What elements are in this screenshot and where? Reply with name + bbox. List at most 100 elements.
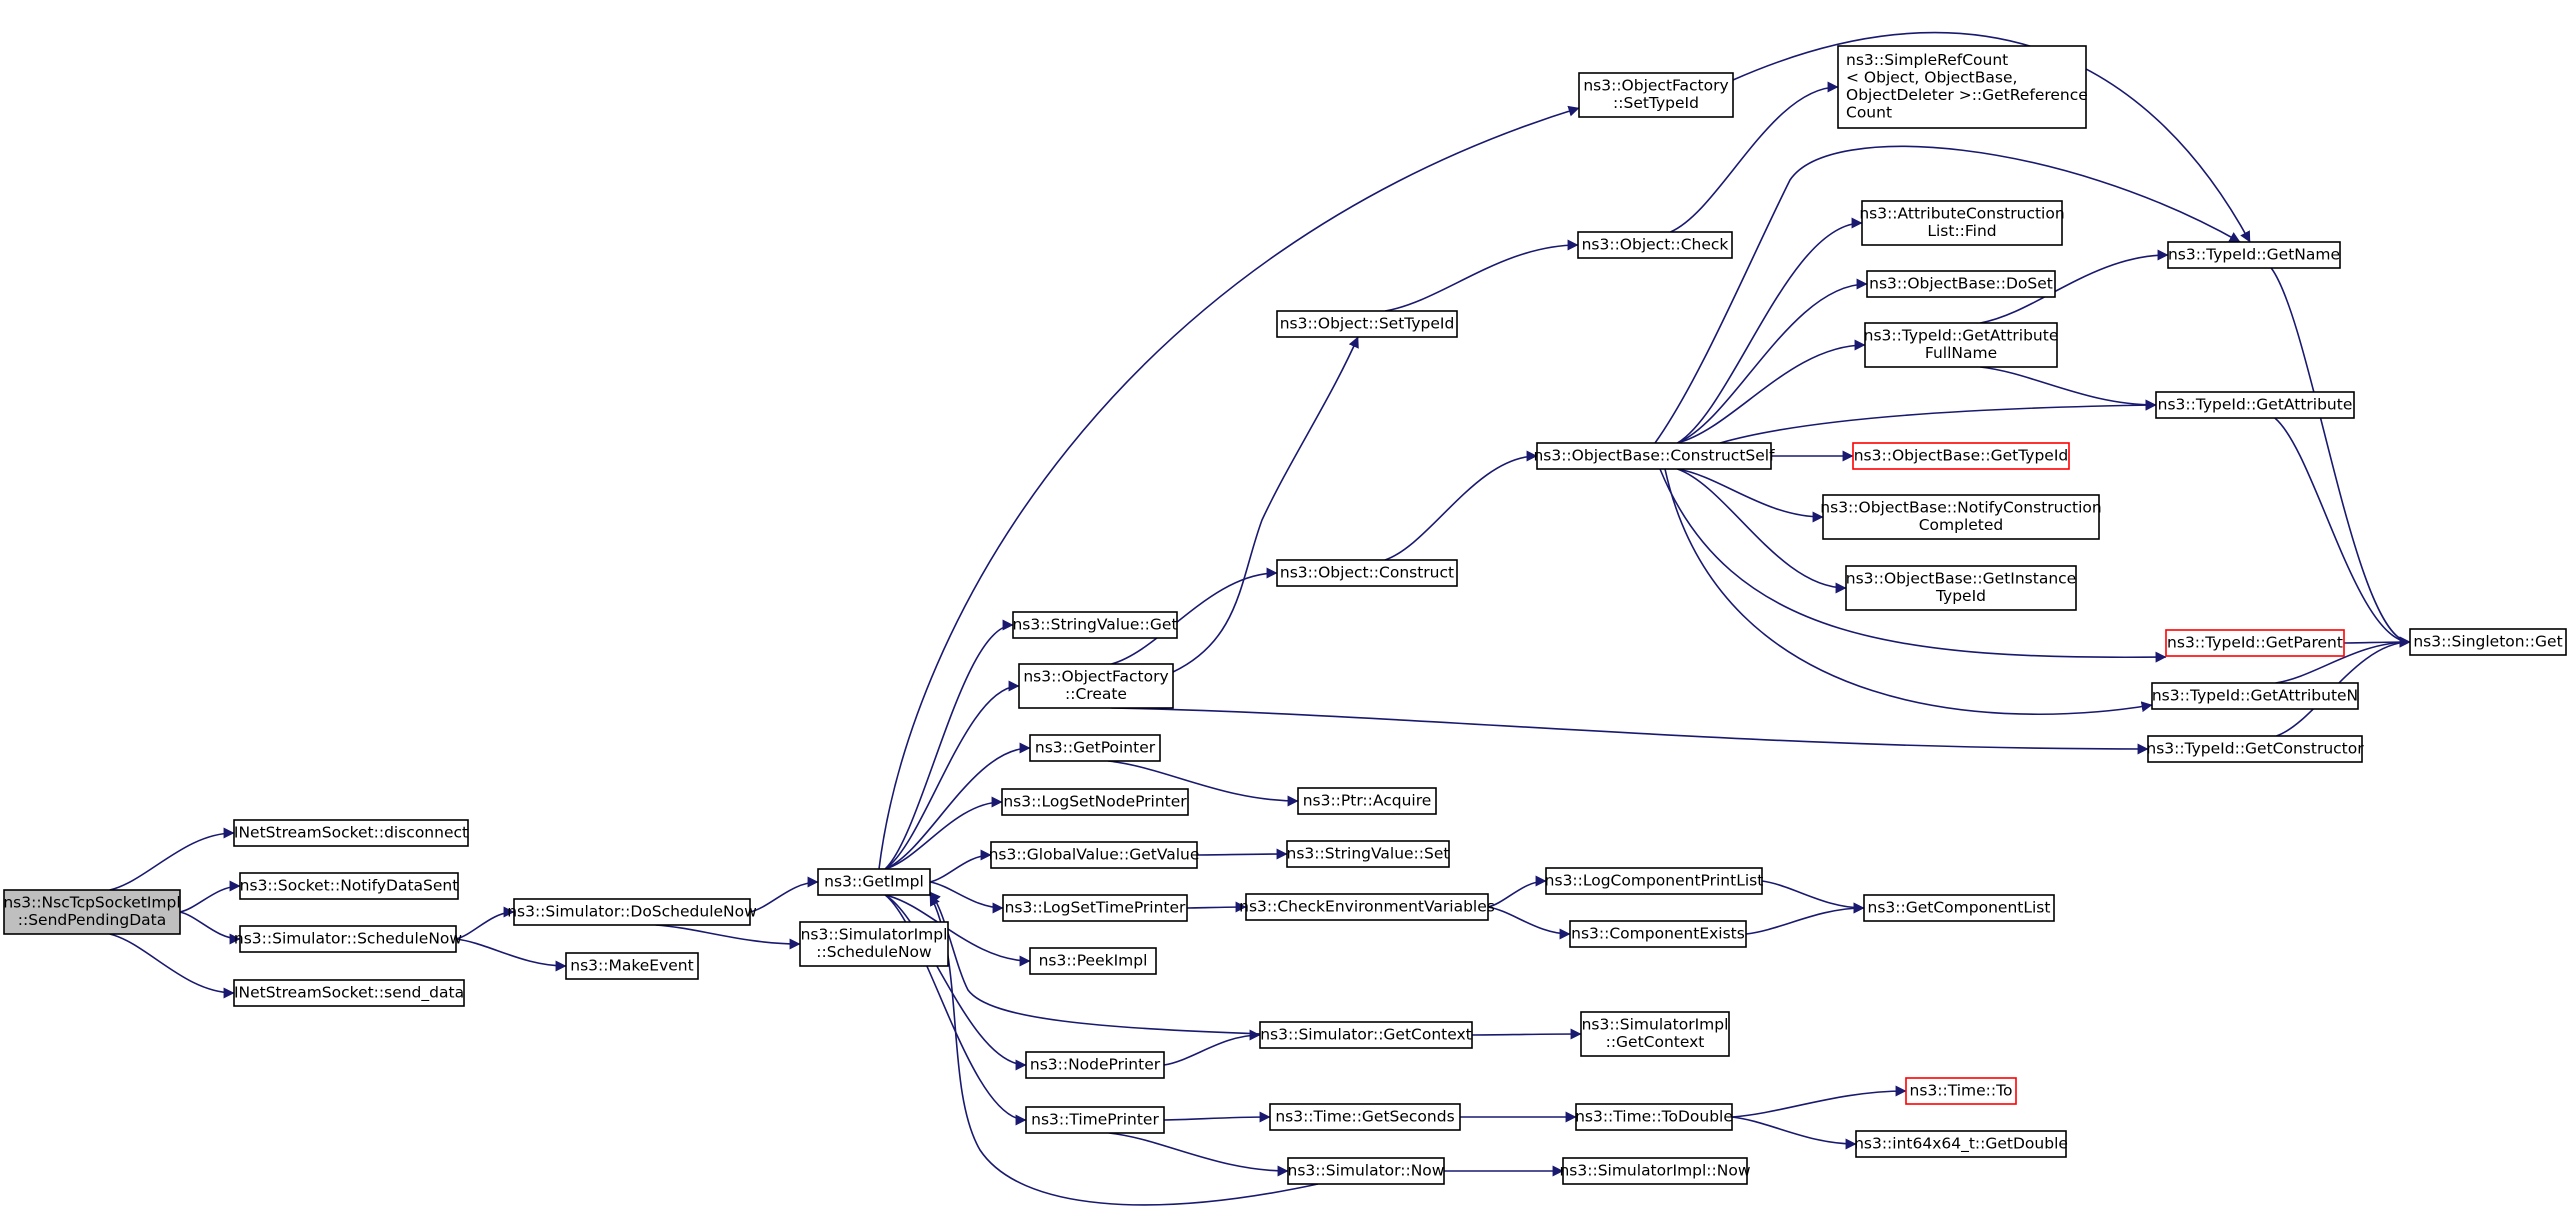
node-getimpl[interactable]: ns3::GetImpl [817,868,931,896]
node-label-line: ns3::ComponentExists [1571,924,1745,942]
node-ptracquire[interactable]: ns3::Ptr::Acquire [1297,787,1437,815]
node-box [1580,1011,1730,1057]
node-typeidgetconstructor[interactable]: ns3::TypeId::GetConstructor [2146,735,2364,763]
edge-line [1659,468,2167,663]
edge-line [1980,249,2169,324]
node-box [1287,1157,1445,1185]
node-box [817,868,931,896]
edge-line [1108,1132,1289,1177]
edge-line [109,827,235,891]
edge-line [885,894,1031,967]
node-ofsettypeid[interactable]: ns3::ObjectFactory::SetTypeId [1578,72,1734,118]
node-simimplgetcontext[interactable]: ns3::SimulatorImpl::GetContext [1580,1011,1730,1057]
node-box [1025,1106,1165,1134]
edge-constructself-to-typeidgetattributen [1664,468,2153,716]
node-label-line: ns3::TimePrinter [1031,1110,1159,1128]
node-makeevent[interactable]: ns3::MakeEvent [565,952,699,980]
node-typeidgetattributen[interactable]: ns3::TypeId::GetAttributeN [2151,682,2359,710]
edge-line [455,938,567,972]
node-label-line: ns3::MakeEvent [570,956,693,974]
node-objectbasegettypeid[interactable]: ns3::ObjectBase::GetTypeId [1852,442,2070,470]
node-timeprinter[interactable]: ns3::TimePrinter [1025,1106,1165,1134]
node-notifyconstructioncompleted[interactable]: ns3::ObjectBase::NotifyConstructionCompl… [1820,494,2102,540]
node-ofcreate[interactable]: ns3::ObjectFactory::Create [1018,663,1174,709]
node-checkenv[interactable]: ns3::CheckEnvironmentVariables [1239,893,1495,921]
node-label-line: ns3::ObjectBase::NotifyConstruction [1820,499,2101,517]
edge-timetodouble-to-int64getdouble [1731,1116,1857,1150]
node-logsettimeprinter[interactable]: ns3::LogSetTimePrinter [1002,894,1188,922]
node-stringvalueget[interactable]: ns3::StringValue::Get [1012,611,1178,639]
node-label-line: ns3::Simulator::ScheduleNow [234,929,462,947]
node-typeidgetname[interactable]: ns3::TypeId::GetName [2167,241,2341,269]
node-box [2151,682,2359,710]
node-simnow[interactable]: ns3::Simulator::Now [1287,1157,1445,1185]
node-objectsettypeid[interactable]: ns3::Object::SetTypeId [1276,310,1458,338]
function-nodes: ns3::NscTcpSocketImpl::SendPendingDataIN… [3,45,2567,1185]
edge-getpointer-to-ptracquire [1107,760,1299,807]
edge-constructself-to-typeidgetname [1654,145,2241,444]
node-label-line: ns3::Time::GetSeconds [1275,1107,1454,1125]
edge-line [1677,468,1847,594]
node-senddata[interactable]: INetStreamSocket::send_data [233,979,465,1007]
node-simplerefcount[interactable]: ns3::SimpleRefCount< Object, ObjectBase,… [1837,45,2088,129]
node-box [1029,947,1157,975]
edge-constructself-to-typeidgetattribute [1719,399,2157,444]
node-peekimpl[interactable]: ns3::PeekImpl [1029,947,1157,975]
node-singletonget[interactable]: ns3::Singleton::Get [2409,628,2567,656]
node-label-line: ns3::TypeId::GetConstructor [2146,739,2364,757]
node-getpointer[interactable]: ns3::GetPointer [1029,734,1161,762]
node-simimplnow[interactable]: ns3::SimulatorImpl::Now [1559,1157,1751,1185]
edge-line [179,911,241,945]
node-nodeprinter[interactable]: ns3::NodePrinter [1025,1051,1165,1079]
node-disconnect[interactable]: INetStreamSocket::disconnect [233,819,469,847]
node-doschedulenow[interactable]: ns3::Simulator::DoScheduleNow [507,898,757,926]
edge-line [2274,417,2411,648]
edge-getimpl-to-getpointer [884,742,1031,870]
node-timetodouble[interactable]: ns3::Time::ToDouble [1575,1103,1733,1131]
node-label-line: ns3::ObjectFactory [1583,77,1728,95]
node-timeto[interactable]: ns3::Time::To [1905,1077,2017,1105]
node-notifydatasent[interactable]: ns3::Socket::NotifyDataSent [239,872,459,900]
edge-ofcreate-to-objectsettypeid [1172,336,1359,673]
node-simgetcontext[interactable]: ns3::Simulator::GetContext [1259,1021,1473,1049]
node-label-line: ::Create [1065,685,1127,703]
edge-line [1677,278,1868,444]
node-schedulenow[interactable]: ns3::Simulator::ScheduleNow [234,925,462,953]
node-int64getdouble[interactable]: ns3::int64x64_t::GetDouble [1854,1130,2068,1158]
edge-line [1731,1116,1857,1150]
edge-typeidgetattribute-to-singletonget [2274,417,2411,648]
node-objectcheck[interactable]: ns3::Object::Check [1577,231,1733,259]
node-box [1276,310,1458,338]
node-box [1578,72,1734,118]
node-logsetnodeprinter[interactable]: ns3::LogSetNodePrinter [1001,788,1189,816]
node-constructself[interactable]: ns3::ObjectBase::ConstructSelf [1533,442,1775,470]
edge-constructself-to-typeidgetparent [1659,468,2167,663]
node-globalvaluegetvalue[interactable]: ns3::GlobalValue::GetValue [989,841,1200,869]
node-label-line: ns3::TypeId::GetAttribute [2158,395,2353,413]
node-box [1866,270,2056,298]
node-objectconstruct[interactable]: ns3::Object::Construct [1276,559,1458,587]
node-getcomponentlist[interactable]: ns3::GetComponentList [1863,894,2055,922]
node-box [1276,559,1458,587]
node-logcomponentprintlist[interactable]: ns3::LogComponentPrintList [1545,867,1764,895]
node-typeidgetattribute[interactable]: ns3::TypeId::GetAttribute [2155,391,2355,419]
node-simimplschedulenow[interactable]: ns3::SimulatorImpl::ScheduleNow [799,921,949,967]
node-box [513,898,751,926]
edge-schedulenow-to-makeevent [455,938,567,972]
node-label-line: ns3::Object::Check [1582,235,1729,253]
edge-constructself-to-attrconstructionfind [1676,217,1863,444]
edge-line [1471,1028,1582,1040]
node-label-line: ::ScheduleNow [816,943,932,961]
edge-root-to-notifydatasent [179,880,241,913]
edge-line [1761,880,1865,914]
edge-logsettimeprinter-to-checkenv [1186,901,1247,913]
node-typeidgetparent[interactable]: ns3::TypeId::GetParent [2165,629,2345,657]
node-box [1905,1077,2017,1105]
node-objectbasedoset[interactable]: ns3::ObjectBase::DoSet [1866,270,2056,298]
node-timegetseconds[interactable]: ns3::Time::GetSeconds [1269,1103,1461,1131]
node-componentexists[interactable]: ns3::ComponentExists [1569,920,1747,948]
node-stringvalueset[interactable]: ns3::StringValue::Set [1286,840,1450,868]
